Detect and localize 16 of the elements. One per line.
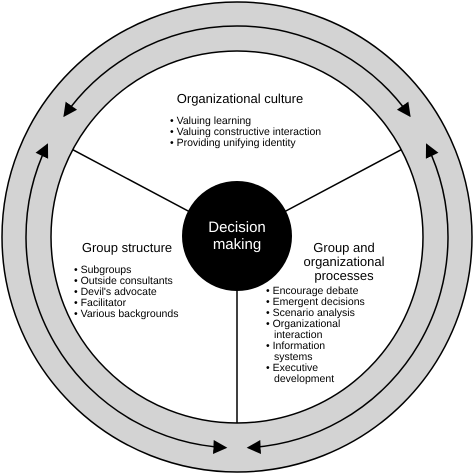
bullet-item: • Valuing constructive interaction — [170, 127, 322, 138]
bullet-item: • Subgroups — [74, 265, 132, 276]
bullet-item: • Valuing learning — [170, 116, 252, 127]
bullet-item: • Emergent decisions — [266, 297, 366, 308]
bullet-item: • Executive development — [266, 363, 336, 385]
bullet-item: • Organizational interaction — [266, 319, 340, 341]
sector-heading: Organizational culture — [176, 92, 304, 106]
bullet-item: • Providing unifying identity — [170, 138, 297, 149]
bullet-item: • Information systems — [266, 341, 326, 363]
sector-heading: Group and organizational processes — [302, 241, 386, 283]
bullet-item: • Scenario analysis — [266, 308, 356, 319]
bullet-item: • Various backgrounds — [74, 309, 180, 320]
bullet-item: • Facilitator — [74, 298, 128, 309]
sector-heading: Group structure — [80, 241, 174, 255]
bullet-item: • Outside consultants — [74, 276, 174, 287]
bullet-item: • Devil's advocate — [74, 287, 158, 298]
